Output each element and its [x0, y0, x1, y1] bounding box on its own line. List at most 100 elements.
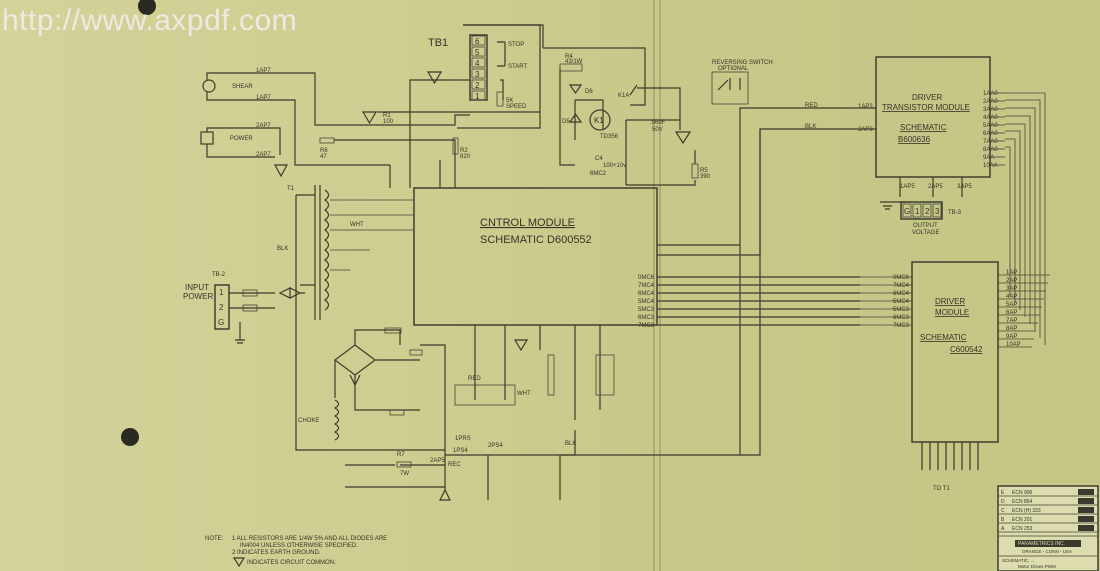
c4-label: C4: [595, 156, 603, 162]
indicator-lamps: SHEAR POWER 1AP7 1AP7 2AP7 2AP7 R6 47 R1…: [200, 68, 540, 188]
dtm-output-label: 7AA0: [983, 139, 998, 145]
speed-pot-label: SPEED: [506, 104, 527, 110]
input-power-label: POWER: [183, 292, 213, 301]
tb1-terminal-number: 4: [475, 59, 480, 68]
power-supply-circuit: CHOKE R7 7W 2AP5 REC 1PS4 2PS4 1PRS WHT …: [298, 150, 711, 501]
dm-output-label: 3AP: [1006, 286, 1017, 292]
k1-label: K1: [594, 116, 604, 125]
k1a-label: K1A: [618, 93, 629, 99]
tb2-label: TB-2: [212, 272, 226, 278]
revision-letter: A: [1001, 526, 1005, 532]
cm-output-label: 5MC3: [638, 307, 655, 313]
control-module: CNTROL MODULE SCHEMATIC D600552: [413, 187, 658, 326]
dm-input-label: 6MC3: [893, 315, 910, 321]
dtm-number: B600636: [898, 135, 931, 144]
dtm-pin: 3AP5: [957, 184, 972, 190]
note-line: IN4004 UNLESS OTHERWISE SPECIFIED.: [240, 543, 358, 549]
tb3-caption: VOLTAGE: [912, 230, 939, 236]
wire-label: 2AP7: [256, 123, 271, 129]
tb3-terminal: 1: [915, 207, 920, 216]
r5-value: 390: [700, 174, 711, 180]
cm-output-label: 5MC4: [638, 299, 655, 305]
wire-label: WHT: [350, 222, 364, 228]
k1-value: TD356: [600, 134, 619, 140]
notes: NOTE: 1 ALL RESISTORS ARE 1/4W 5% AND AL…: [205, 536, 387, 568]
relay-circuit: R4 43/1W D6 D5 K1 TD356 C4 100+10v K1A .…: [463, 24, 692, 185]
dtm-output-label: 3AA0: [983, 107, 998, 113]
wire-label: 1AP7: [256, 68, 271, 74]
binder-hole: [138, 0, 156, 15]
revision-letter: D: [1001, 499, 1005, 505]
reversing-switch-optional: OPTIONAL: [718, 66, 749, 72]
r6-value: 47: [320, 154, 327, 160]
dm-output-label: 2AP: [1006, 278, 1017, 284]
tb1-terminal-number: 5: [475, 48, 480, 57]
tb3-caption: OUTPUT: [913, 223, 938, 229]
r7-value: 7W: [400, 471, 409, 477]
tb1-terminal-number: 1: [475, 92, 480, 101]
tb1-terminal: [471, 79, 486, 90]
cm-output-label: 6MC3: [638, 315, 655, 321]
dtm-output-label: 5AA0: [983, 123, 998, 129]
revision-description: ECN 864: [1012, 499, 1033, 505]
wire-label: RED: [468, 376, 481, 382]
wire-label: 2AP7: [256, 152, 271, 158]
wire-label: WHT: [517, 391, 531, 397]
tb1-terminal: [471, 35, 486, 46]
input-power: TB-2 INPUT POWER 1 2 G: [183, 272, 305, 344]
wire-label: BLK: [805, 124, 816, 130]
wire-label: BLK: [565, 441, 576, 447]
revision-description: ECN 253: [1012, 526, 1033, 532]
shear-lamp-label: SHEAR: [232, 84, 253, 90]
dtm-input: 1AP3: [858, 104, 873, 110]
revision-description: ECN (H) 333: [1012, 508, 1041, 514]
dtm-output-label: 8AA0: [983, 147, 998, 153]
watermark-url: http://www.axpdf.com: [2, 4, 298, 37]
dm-number: C600542: [950, 345, 983, 354]
dm-title: DRIVER: [935, 297, 965, 306]
r1-value: 100: [383, 119, 394, 125]
dtm-input: 2AP3: [858, 127, 873, 133]
revision-stamp: [1078, 507, 1094, 513]
tb2-terminal: 2: [219, 303, 224, 312]
dm-input-label: 7MC3: [893, 323, 910, 329]
choke-label: CHOKE: [298, 418, 319, 424]
wire-label: RED: [805, 103, 818, 109]
revision-letter: E: [1001, 490, 1005, 496]
dtm-pin: 1AP5: [900, 184, 915, 190]
dm-to-label: TO T1: [933, 486, 950, 492]
t1-label: T1: [287, 186, 295, 192]
drawing-title: SCHEMATIC, ...: [1002, 558, 1034, 563]
dtm-output-label: 6AA0: [983, 131, 998, 137]
r2-label: R2: [460, 148, 468, 154]
dm-output-label: 8AP: [1006, 326, 1017, 332]
c3-voltage: 50V: [652, 127, 663, 133]
dtm-output-label: 10AA: [983, 163, 998, 169]
dm-output-label: 4AP: [1006, 294, 1017, 300]
cm-output-label: 0MC6: [638, 275, 655, 281]
input-power-label: INPUT: [185, 283, 209, 292]
cm-output-label: 7MC4: [638, 283, 655, 289]
drawing-subtitle: Motor Drives PWM: [1018, 564, 1056, 569]
r2-value: 820: [460, 154, 471, 160]
wire-label: BLK: [277, 246, 288, 252]
driver-transistor-module: DRIVER TRANSISTOR MODULE SCHEMATIC B6006…: [805, 56, 1005, 210]
drawn-location: ORANGE - CONN - USA: [1022, 549, 1072, 554]
speed-pot-value: 5K: [506, 98, 513, 104]
dm-output-label: 7AP: [1006, 318, 1017, 324]
dm-output-label: 5AP: [1006, 302, 1017, 308]
c4-value: 100+10v: [603, 163, 626, 169]
dtm-output-label: 2AA0: [983, 99, 998, 105]
revision-description: ECN 906: [1012, 490, 1033, 496]
dm-output-label: 9AP: [1006, 334, 1017, 340]
tb1-terminal-number: 2: [475, 81, 480, 90]
r7-label: R7: [397, 452, 405, 458]
tb3-label: TB-3: [948, 210, 962, 216]
dm-input-label: 5MC3: [893, 307, 910, 313]
binder-hole: [121, 428, 139, 446]
dm-output-label: 10AP: [1006, 342, 1021, 348]
revision-stamp: [1078, 516, 1094, 522]
dm-input-label: 5MC4: [893, 299, 910, 305]
